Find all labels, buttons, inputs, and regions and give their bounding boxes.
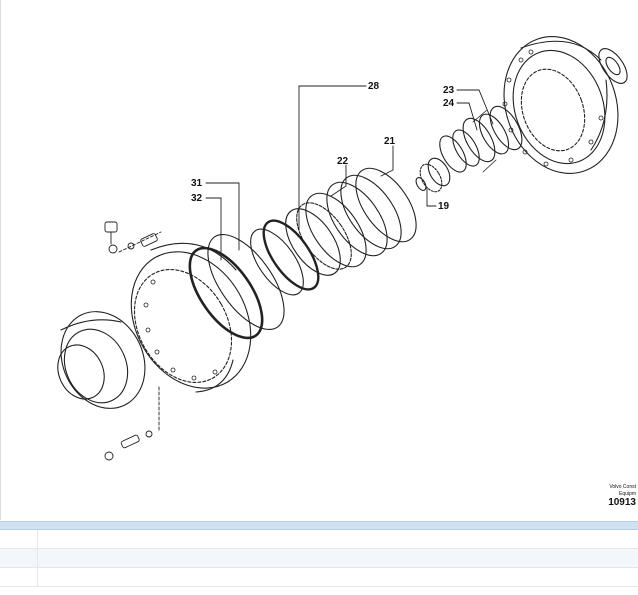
callout-19: 19 (438, 201, 450, 212)
footer-brand-line: Volvo Const (609, 484, 636, 490)
table-row[interactable] (0, 530, 638, 549)
front-cover-part (57, 311, 146, 409)
table-cell-position (0, 530, 38, 548)
gear-part-19 (415, 157, 451, 193)
callout-28: 28 (368, 81, 380, 92)
parts-table (0, 521, 638, 595)
callout-32: 32 (191, 193, 203, 204)
callout-22: 22 (337, 156, 349, 167)
o-rings-31-32 (188, 233, 285, 340)
table-header-bar (0, 521, 638, 530)
table-row[interactable] (0, 568, 638, 587)
disc-rings-21 (326, 167, 417, 257)
footer-division-line: Equipm (619, 491, 636, 497)
callout-leaders (205, 85, 494, 261)
diagram-drawing (57, 36, 628, 461)
hub-part (130, 242, 252, 393)
table-cell-position (0, 549, 38, 567)
exploded-parts-diagram: 28 21 22 23 24 19 31 32 Volvo Const Equi… (0, 0, 636, 520)
table-row[interactable] (0, 549, 638, 568)
callout-31: 31 (191, 178, 203, 189)
ring-part-23-24 (439, 105, 523, 173)
housing-part (502, 36, 619, 174)
bolt-parts-top-left (104, 221, 162, 254)
table-cell-position (0, 568, 38, 586)
footer-drawing-number: 10913 (608, 497, 636, 508)
callout-21: 21 (384, 136, 396, 147)
seal-washer-top (598, 48, 628, 84)
callout-24: 24 (443, 98, 455, 109)
callout-23: 23 (443, 85, 455, 96)
bolt-parts-bottom-left (104, 384, 160, 461)
snap-ring-28 (250, 219, 320, 296)
